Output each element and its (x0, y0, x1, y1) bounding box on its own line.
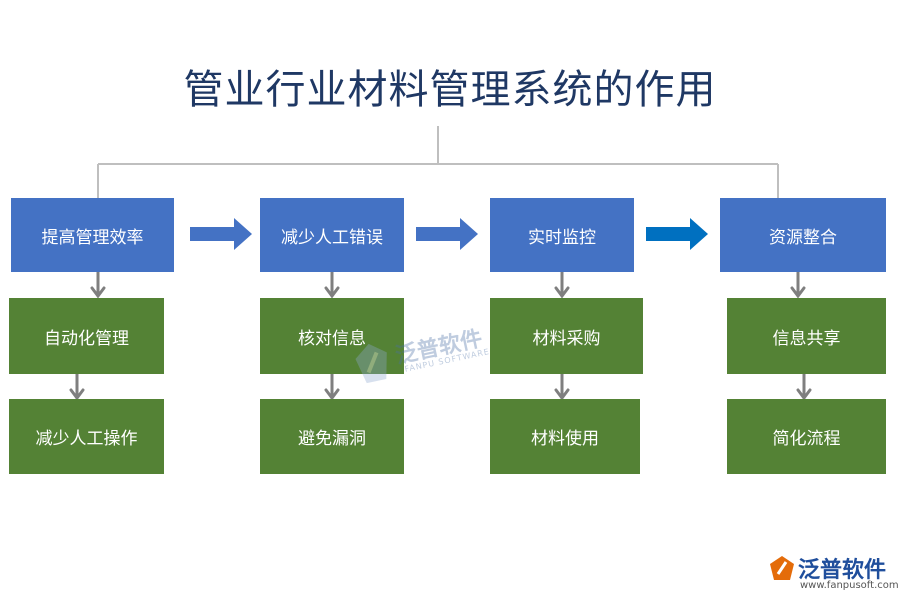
flow-arrow-1 (190, 218, 252, 250)
flow-arrow-3 (646, 218, 708, 250)
item-box-usage: 材料使用 (490, 399, 640, 474)
flow-arrow-2 (416, 218, 478, 250)
diagram-title: 管业行业材料管理系统的作用 (183, 67, 717, 113)
brand-logo-icon (770, 556, 794, 580)
item-box-verify-info: 核对信息 (260, 298, 404, 374)
head-box-efficiency: 提高管理效率 (11, 198, 174, 272)
item-box-avoid-gaps: 避免漏洞 (260, 399, 404, 474)
item-box-simplify: 简化流程 (727, 399, 886, 474)
brand-url: www.fanpusoft.com (800, 580, 899, 591)
item-box-procurement: 材料采购 (490, 298, 643, 374)
brand-logo: 泛普软件 www.fanpusoft.com (768, 552, 899, 598)
watermark: 泛普软件 FANPU SOFTWARE (347, 309, 506, 399)
item-box-automation: 自动化管理 (9, 298, 164, 374)
brand-name: 泛普软件 (798, 558, 887, 583)
head-box-resources: 资源整合 (720, 198, 886, 272)
item-box-reduce-manual: 减少人工操作 (9, 399, 164, 474)
head-box-realtime: 实时监控 (490, 198, 634, 272)
head-box-reduce-errors: 减少人工错误 (260, 198, 404, 272)
down-arrows (69, 270, 812, 401)
watermark-logo-icon (355, 343, 387, 384)
item-box-sharing: 信息共享 (727, 298, 886, 374)
